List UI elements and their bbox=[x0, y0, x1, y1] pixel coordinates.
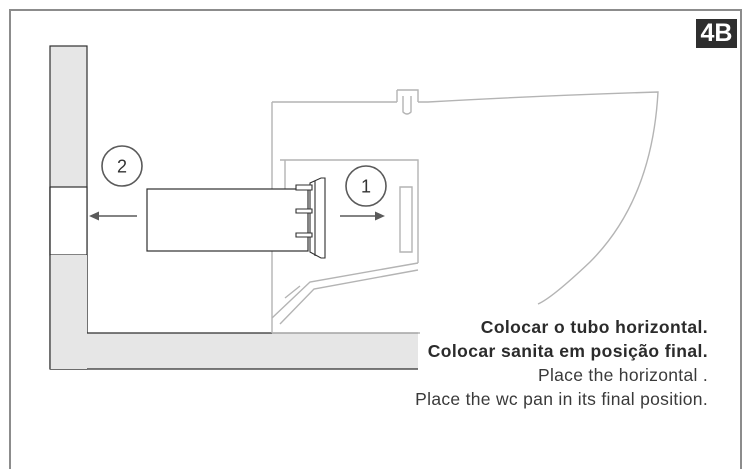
step-2-marker: 2 bbox=[101, 145, 143, 187]
arrow-right-icon bbox=[340, 211, 385, 221]
step-1-marker: 1 bbox=[345, 165, 387, 207]
horizontal-pipe bbox=[146, 188, 309, 252]
caption-en-line-2: Place the wc pan in its final position. bbox=[415, 389, 708, 409]
wall-opening bbox=[49, 186, 88, 256]
instruction-caption: Colocar o tubo horizontal. Colocar sanit… bbox=[415, 315, 708, 411]
caption-pt-line-2: Colocar sanita em posição final. bbox=[427, 341, 708, 361]
step-badge: 4B bbox=[696, 19, 737, 48]
caption-pt-line-1: Colocar o tubo horizontal. bbox=[480, 317, 708, 337]
pipe-seal bbox=[295, 177, 326, 259]
step-2-number: 2 bbox=[117, 157, 127, 177]
diagram-frame bbox=[9, 9, 742, 469]
floor-slab bbox=[50, 333, 418, 369]
arrow-left-icon bbox=[89, 211, 137, 221]
wc-pan-outline bbox=[271, 89, 659, 334]
caption-en-line-1: Place the horizontal . bbox=[537, 365, 708, 385]
step-1-number: 1 bbox=[361, 177, 371, 197]
